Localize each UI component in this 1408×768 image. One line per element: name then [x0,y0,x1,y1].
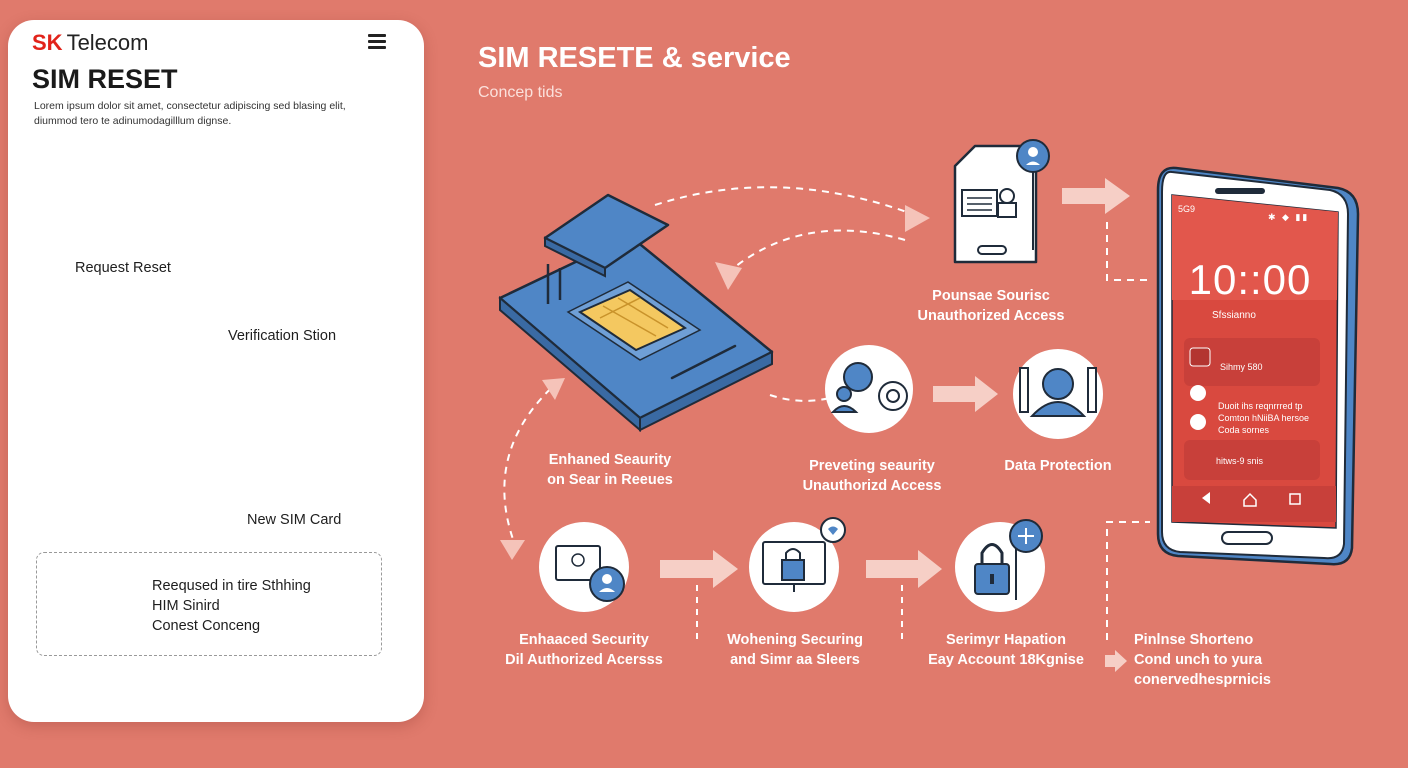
node-label: Eay Account 18Kgnise [928,652,1084,668]
node-label: Preveting seaurity [809,458,935,474]
monitor-lock-icon [749,517,846,612]
phone-notification-line: Duoit ihs reqnrrred tp [1218,401,1303,411]
node-label: Enhaned Seaurity [548,452,672,468]
phone-notification-line: Coda sornes [1218,425,1270,435]
dashed-curve-top2 [724,229,906,276]
note-line-1: Reeqused in tire Sthhing [152,578,311,594]
brand-prefix: SK [32,30,63,55]
node-preventing-security: Preveting seaurity Unauthorizd Access [782,456,962,496]
node-label: Cond unch to yura [1134,652,1263,668]
node-data-protection: Data Protection [1004,458,1112,474]
arrow-head [542,378,565,400]
padlock-alert-icon [955,519,1045,612]
step-verification: Verification Stion [228,328,337,344]
node-pinlnse-shorteno: Pinlnse Shorteno Cond unch to yura coner… [1134,630,1271,690]
phone-card-3[interactable]: hitws-9 snis [1216,456,1264,466]
node-label: Unauthorized Access [917,308,1065,324]
node-label: Wohening Securing [727,632,863,648]
brand-name: Telecom [66,30,149,55]
sim-lock-card-icon [953,139,1050,264]
phone-status-icons: ✱ ◆ ▮▮ [1268,212,1310,222]
node-label: conervedhesprnicis [1134,672,1271,688]
dashed-curve-top [654,186,916,216]
phone-device [1156,166,1360,566]
node-enhaaced-security: Enhaaced Security Dil Authorized Acersss [490,630,678,670]
dashed-curve-mid [769,394,831,402]
note-line-3: Conest Conceng [152,618,261,634]
step-new-sim: New SIM Card [247,512,342,528]
node-label: and Simr aa Sleers [730,652,860,668]
diagram-title: SIM RESETE & service [478,42,791,74]
arrow-head [500,540,525,560]
phone-clock-sub: Sfssianno [1212,310,1256,321]
phone-card-1[interactable]: Sihmy 580 [1220,362,1263,372]
data-protection-user-icon [1013,349,1103,439]
sim-reset-panel [8,20,424,722]
node-wohening-securing: Wohening Securing and Simr aa Sleers [712,630,878,670]
phone-status-carrier: 5G9 [1178,204,1196,214]
block-arrows [660,178,1130,672]
dashed-curve-left [503,379,561,546]
node-label: Enhaaced Security [519,632,649,648]
monitor-user-icon [539,522,629,612]
step-request-reset: Request Reset [75,260,171,276]
node-serimyr-hapation: Serimyr Hapation Eay Account 18Kgnise [916,630,1096,670]
note-line-2: HIM Sinird [152,598,220,614]
hamburger-menu-icon[interactable] [368,34,386,50]
node-enhanced-security: Enhaned Seaurity on Sear in Reeues [520,450,700,490]
people-gear-icon [825,345,913,433]
arrow-head [715,262,742,290]
node-label: Pounsae Sourisc [932,288,1050,304]
panel-title: SIM RESET [32,64,178,94]
node-label: Dil Authorized Acersss [505,652,663,668]
node-unauthorized-access: Pounsae Sourisc Unauthorized Access [900,286,1082,326]
node-label: Pinlnse Shorteno [1134,632,1254,648]
note-text: Reeqused in tire Sthhing HIM Sinird Cone… [152,576,311,636]
phone-clock: 10::00 [1188,256,1312,303]
node-label: on Sear in Reeues [547,472,673,488]
sim-tray-illustration [498,193,774,433]
node-label: Unauthorizd Access [802,478,942,494]
arrow-head [905,205,930,232]
panel-description: Lorem ipsum dolor sit amet, consectetur … [34,100,346,127]
node-label: Serimyr Hapation [945,632,1067,648]
note-box [36,552,382,656]
diagram-subtitle: Concep tids [478,84,563,101]
phone-notification-line: Comton hNiiBA hersoe [1218,413,1310,423]
phone-notification[interactable]: Duoit ihs reqnrrred tp Comton hNiiBA her… [1218,400,1309,436]
